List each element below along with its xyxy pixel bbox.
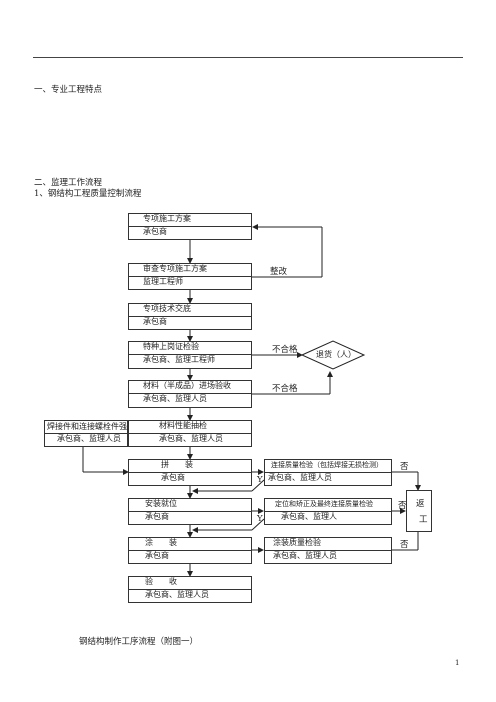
step-label: 专项施工方案	[129, 214, 251, 227]
section-2-heading: 二、监理工作流程	[34, 178, 103, 188]
flow-step-material-sampling: 材料性能抽检 承包商、监理人员	[128, 420, 252, 447]
step-actor: 承包商	[145, 550, 169, 560]
check-actor: 承包商、监理人	[281, 511, 337, 521]
header-rule	[33, 57, 463, 58]
step-label: 审查专项施工方案	[129, 264, 251, 277]
flow-step-certificate-check: 特种上岗证检验 承包商、监理工程师	[128, 341, 252, 369]
step-actor: 承包商、监理人员	[159, 433, 223, 443]
flow-step-review-plan: 审查专项施工方案 监理工程师	[128, 263, 252, 290]
figure-caption: 钢结构制作工序流程（附图一）	[79, 637, 199, 647]
no-label-3: 否	[400, 540, 409, 550]
check-label: 涂装质量检验	[265, 538, 391, 551]
flow-step-installation: 安装就位 承包商	[128, 498, 252, 525]
step-label: 涂 装	[129, 538, 251, 551]
flow-check-positioning: 定位和矫正及最终连接质量检验 承包商、监理人	[264, 498, 392, 525]
rectify-label: 整改	[270, 267, 288, 277]
step-actor: 承包商、监理人员	[145, 589, 209, 599]
yes-label-1: Y	[257, 475, 263, 485]
page-number: 1	[455, 659, 460, 667]
unqualified-label-2: 不合格	[272, 384, 298, 394]
flow-rework-box: 返 工	[406, 490, 432, 532]
no-label-1: 否	[400, 462, 409, 472]
flow-step-acceptance: 验 收 承包商、监理人员	[128, 576, 252, 603]
rework-char-2: 工	[419, 515, 428, 525]
flow-step-assembly: 拼 装 承包商	[128, 459, 252, 486]
check-label: 连接质量检验（包括焊接无损检测）	[265, 460, 391, 473]
step-label: 焊接件和连接螺栓件强度质量	[45, 421, 151, 434]
step-label: 验 收	[129, 577, 251, 590]
check-actor: 承包商、监理人员	[268, 472, 332, 482]
rework-char-1: 返	[416, 499, 425, 509]
step-actor: 承包商、监理人员	[57, 433, 121, 443]
step-label: 安装就位	[129, 499, 251, 512]
flow-check-connection-quality: 连接质量检验（包括焊接无损检测） 承包商、监理人员	[264, 459, 392, 486]
subsection-heading: 1、钢结构工程质量控制流程	[34, 189, 142, 199]
return-diamond-label: 退货（人）	[316, 350, 356, 359]
check-actor: 承包商、监理人员	[273, 550, 337, 560]
flow-step-material-acceptance: 材料（半成品）进场验收 承包商、监理人员	[128, 380, 252, 408]
step-label: 拼 装	[129, 460, 251, 473]
step-label: 专项技术交底	[129, 304, 251, 317]
flow-step-tech-briefing: 专项技术交底 承包商	[128, 303, 252, 330]
check-label: 定位和矫正及最终连接质量检验	[265, 499, 391, 512]
section-1-heading: 一、专业工程特点	[34, 85, 103, 95]
step-actor: 承包商	[145, 511, 169, 521]
yes-label-2: Y	[257, 514, 263, 524]
unqualified-label-1: 不合格	[272, 345, 298, 355]
flow-step-special-plan: 专项施工方案 承包商	[128, 213, 252, 240]
step-actor: 监理工程师	[143, 276, 183, 286]
step-actor: 承包商、监理工程师	[143, 355, 215, 364]
flow-step-coating: 涂 装 承包商	[128, 537, 252, 564]
step-actor: 承包商、监理人员	[143, 394, 207, 403]
flow-side-weld-bolt-check: 焊接件和连接螺栓件强度质量 承包商、监理人员	[44, 420, 151, 447]
step-actor: 承包商	[143, 316, 167, 326]
step-actor: 承包商	[143, 226, 167, 236]
no-label-2: 否	[398, 501, 407, 511]
step-label: 材料（半成品）进场验收	[129, 381, 251, 394]
step-label: 特种上岗证检验	[129, 342, 251, 355]
step-actor: 承包商	[161, 472, 185, 482]
flow-check-coating-quality: 涂装质量检验 承包商、监理人员	[264, 537, 392, 564]
step-label: 材料性能抽检	[129, 421, 251, 434]
